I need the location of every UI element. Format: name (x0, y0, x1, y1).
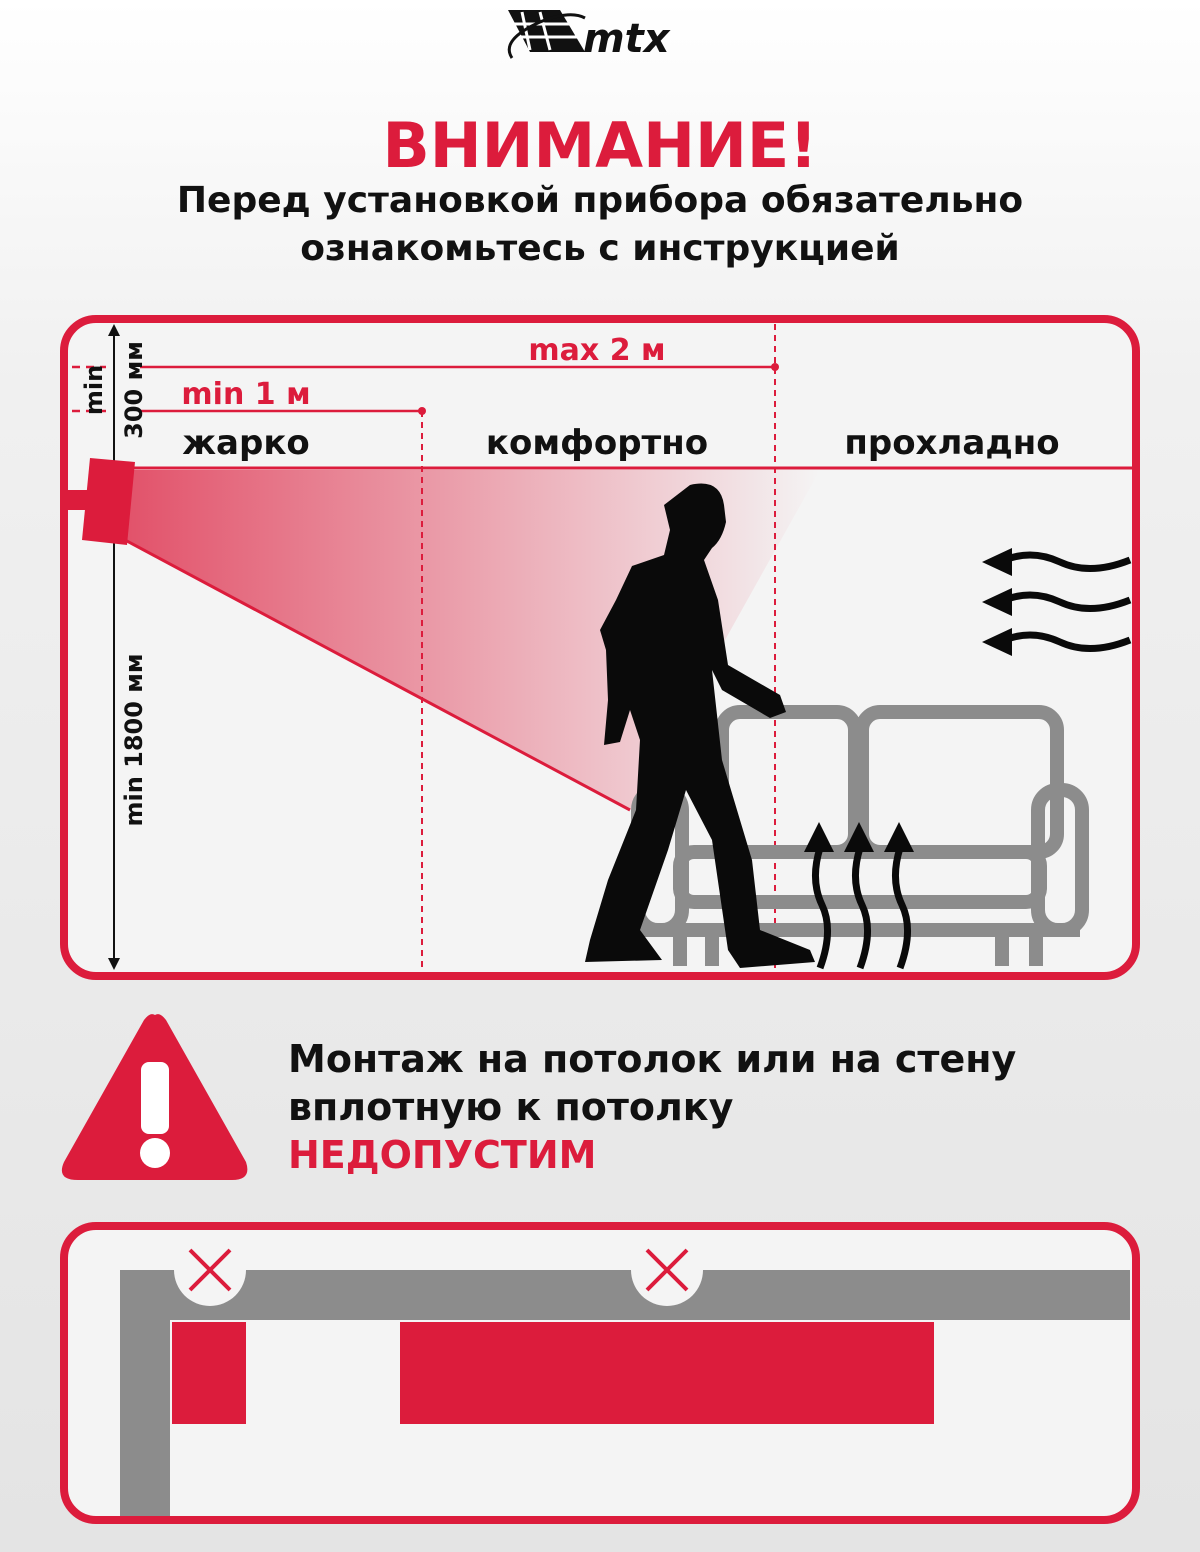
zone-hot-label: жарко (182, 423, 310, 463)
heater-near-wall (172, 1322, 246, 1424)
warning-line2: вплотную к потолку (288, 1085, 734, 1129)
warning-line1: Монтаж на потолок или на стену (288, 1037, 1016, 1081)
cross-icon (174, 1234, 246, 1306)
min-gap-label: min (80, 365, 108, 415)
min-distance-label: min 1 м (181, 377, 310, 412)
min-height-label: min 1800 мм (120, 653, 148, 826)
installation-diagram: max 2 м min 1 м жарко комфортно прохладн… (60, 315, 1140, 980)
warm-air-arrows-icon (804, 822, 914, 970)
wall (120, 1270, 170, 1516)
cold-air-arrows-icon (982, 548, 1132, 656)
subtitle-line2: ознакомьтесь с инструкцией (300, 228, 899, 269)
warning-emphasis: НЕДОПУСТИМ (288, 1133, 596, 1177)
ceiling-gap-label: 300 мм (120, 341, 148, 439)
ceiling (120, 1270, 1130, 1320)
subtitle-line1: Перед установкой прибора обязательно (177, 180, 1023, 221)
wrong-mounting-diagram (60, 1222, 1140, 1524)
max-distance-label: max 2 м (528, 333, 665, 368)
mtx-logo: mtx (507, 10, 671, 62)
zone-comfort-label: комфортно (486, 423, 708, 463)
cross-icon (631, 1234, 703, 1306)
zone-cool-label: прохладно (844, 423, 1059, 463)
page-title: ВНИМАНИЕ! (382, 109, 817, 182)
warning-triangle-icon (61, 1014, 248, 1180)
heater-on-ceiling (400, 1322, 934, 1424)
person-silhouette (585, 483, 815, 968)
heater-icon (66, 458, 135, 545)
logo-text: mtx (583, 16, 671, 62)
